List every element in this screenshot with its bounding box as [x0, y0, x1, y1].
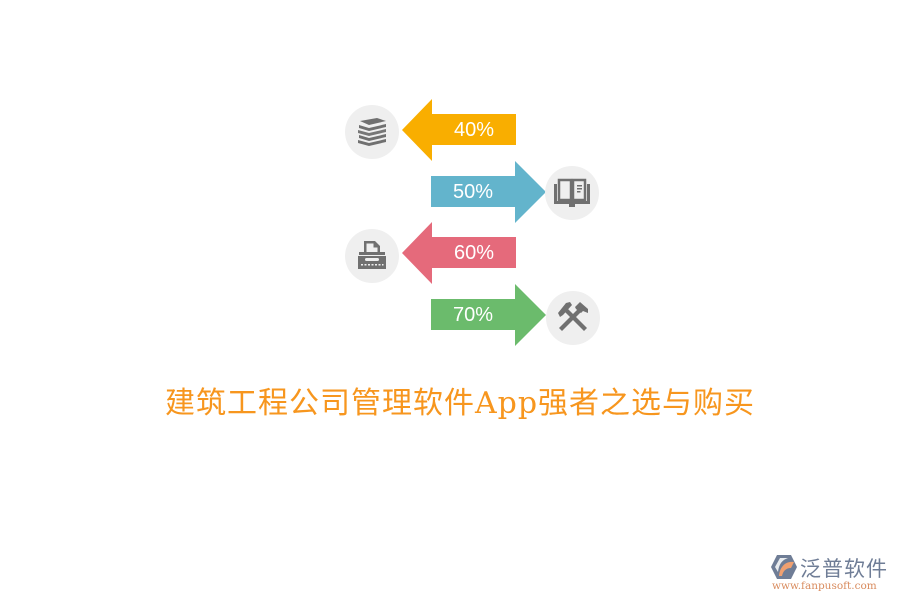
- brand-name: 泛普软件: [800, 557, 888, 581]
- hammers-icon: [558, 302, 588, 331]
- books-icon-circle: [345, 105, 399, 159]
- brand-logo[interactable]: 泛普软件 www.fanpusoft.com: [770, 553, 895, 593]
- typewriter-icon: [358, 241, 386, 269]
- percent-label: 70%: [452, 304, 494, 326]
- brand-url: www.fanpusoft.com: [772, 580, 877, 592]
- percent-label: 40%: [453, 119, 495, 141]
- arrow-70-percent: 70%: [431, 284, 547, 346]
- arrow-50-percent: 50%: [431, 161, 547, 223]
- typewriter-icon-circle: [345, 229, 399, 283]
- percent-label: 50%: [452, 181, 494, 203]
- open-book-icon-circle: [545, 166, 599, 220]
- open-book-icon: [554, 178, 590, 207]
- arrow-60-percent: 60%: [402, 222, 517, 284]
- hammers-icon-circle: [546, 291, 600, 345]
- arrow-40-percent: 40%: [402, 99, 517, 161]
- books-icon: [358, 118, 386, 146]
- percent-label: 60%: [453, 242, 495, 264]
- page-title: 建筑工程公司管理软件App强者之选与购买: [164, 386, 756, 421]
- fanpu-logo-icon: [771, 555, 797, 579]
